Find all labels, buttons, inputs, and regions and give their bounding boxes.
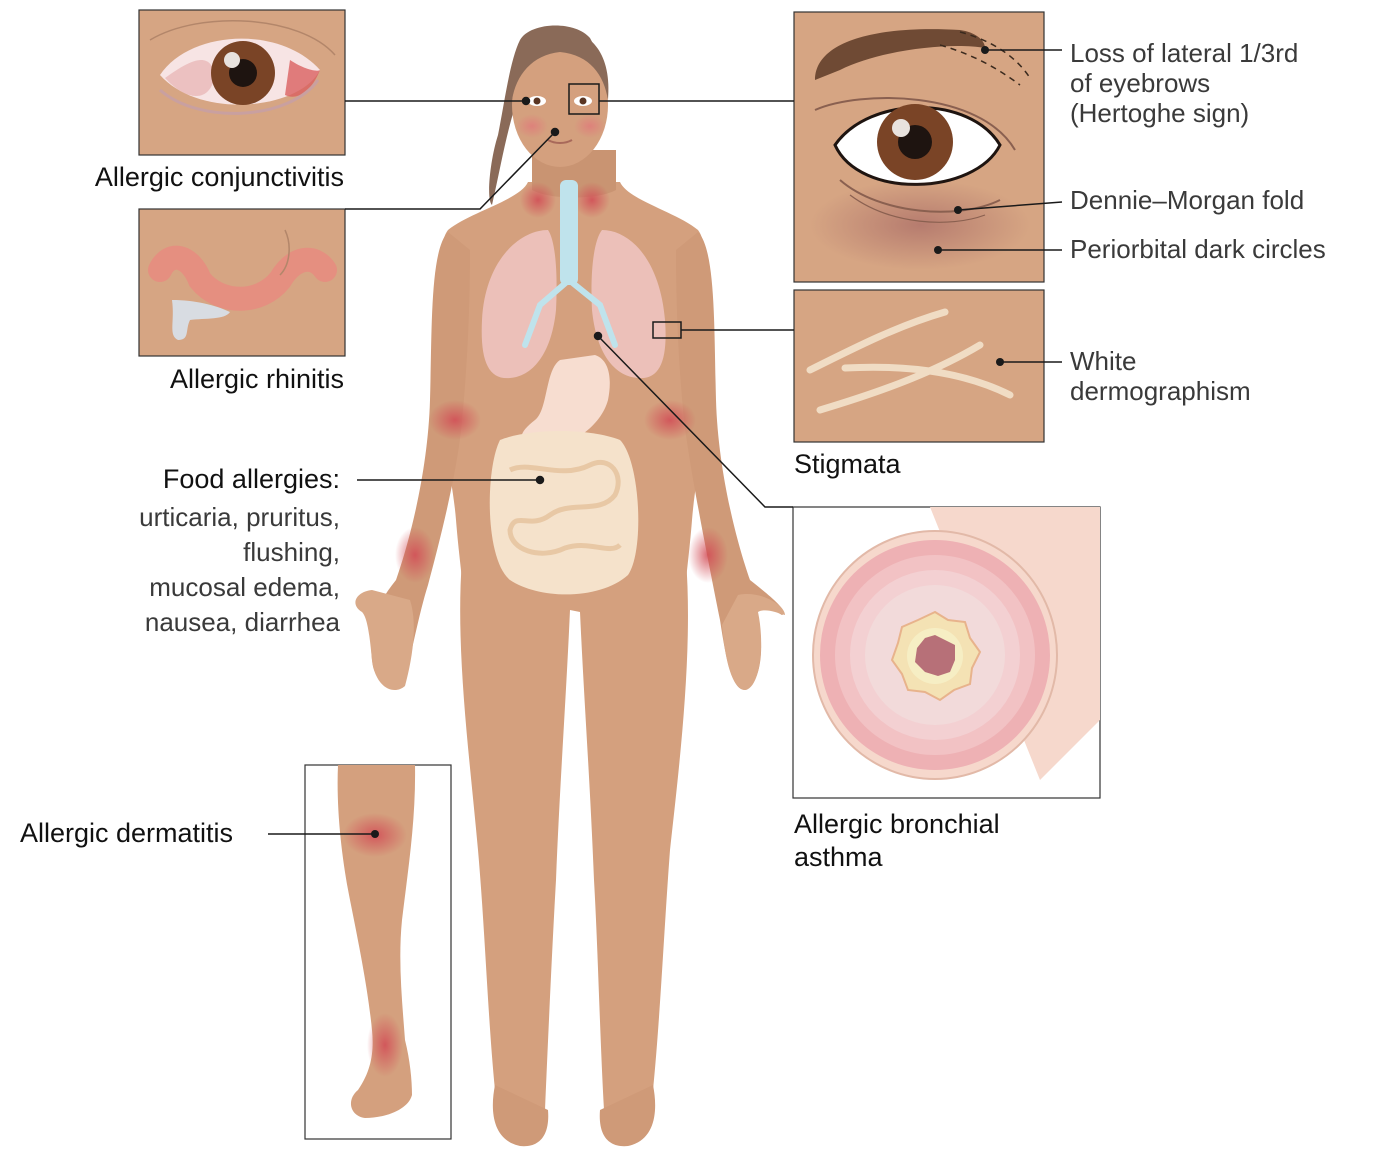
food-line-1: urticaria, pruritus, [139,500,340,535]
trachea [560,180,578,285]
label-allergic-bronchial-asthma: Allergic bronchial asthma [794,808,1000,874]
leg-panel [305,765,451,1139]
eyebrow-line-1: Loss of lateral 1/3rd [1070,38,1298,68]
eye-detail-panel [794,12,1044,282]
stigmata-panel [794,290,1044,442]
label-food-allergies-symptoms: urticaria, pruritus, flushing, mucosal e… [139,500,340,640]
left-hand [355,590,413,690]
intestines [490,431,639,594]
asthma-panel [793,507,1100,798]
label-food-allergies-title: Food allergies: [163,464,340,495]
eyebrow-line-3: (Hertoghe sign) [1070,98,1298,128]
asthma-line-2: asthma [794,841,1000,874]
label-allergic-rhinitis: Allergic rhinitis [170,364,344,395]
food-line-3: mucosal edema, [139,570,340,605]
legs [460,560,688,1120]
label-hertoghe-sign: Loss of lateral 1/3rd of eyebrows (Herto… [1070,38,1298,128]
white-derm-line-1: White [1070,346,1251,376]
conjunctivitis-panel [139,10,345,155]
asthma-line-1: Allergic bronchial [794,808,1000,841]
eyebrow-line-2: of eyebrows [1070,68,1298,98]
label-periorbital-dark-circles: Periorbital dark circles [1070,235,1326,265]
label-white-dermographism: White dermographism [1070,346,1251,406]
label-allergic-conjunctivitis: Allergic conjunctivitis [95,162,344,193]
food-line-2: flushing, [139,535,340,570]
food-line-4: nausea, diarrhea [139,605,340,640]
white-derm-line-2: dermographism [1070,376,1251,406]
label-allergic-dermatitis: Allergic dermatitis [20,818,233,849]
rhinitis-panel [139,209,345,356]
label-dennie-morgan-fold: Dennie–Morgan fold [1070,186,1304,216]
right-hand [722,594,785,690]
label-stigmata: Stigmata [794,449,901,480]
